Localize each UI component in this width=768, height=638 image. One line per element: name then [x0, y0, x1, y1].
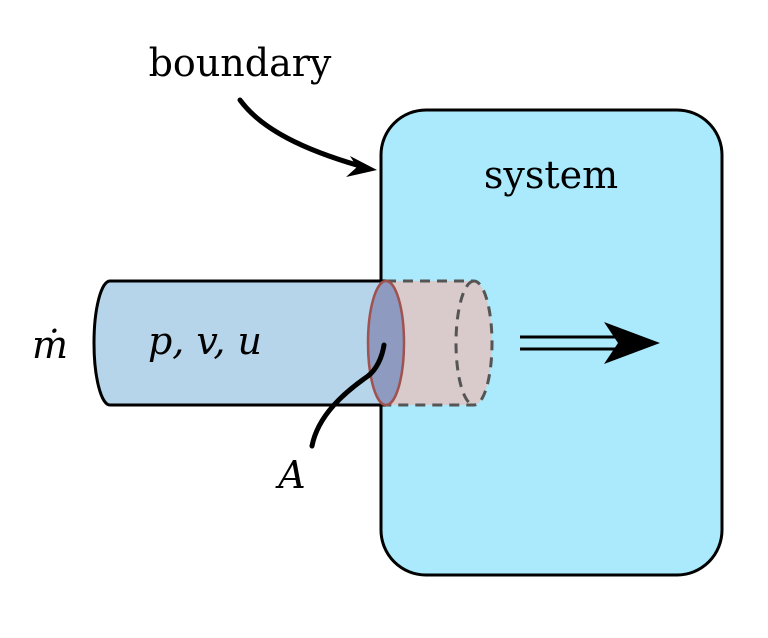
system-label: system — [484, 153, 618, 197]
inlet-pipe — [92, 279, 386, 407]
boundary-pointer-arrow — [237, 97, 363, 169]
area-leader-line — [309, 342, 387, 449]
flow-direction-arrow — [520, 322, 660, 364]
mass-flow-label: ṁ — [32, 323, 68, 367]
cross-section-ellipse — [366, 279, 406, 407]
properties-label: p, v, u — [148, 319, 262, 363]
fluid-element-inside — [386, 279, 494, 407]
area-label: A — [275, 453, 305, 497]
boundary-arrowhead — [346, 156, 377, 177]
boundary-label: boundary — [149, 41, 332, 85]
